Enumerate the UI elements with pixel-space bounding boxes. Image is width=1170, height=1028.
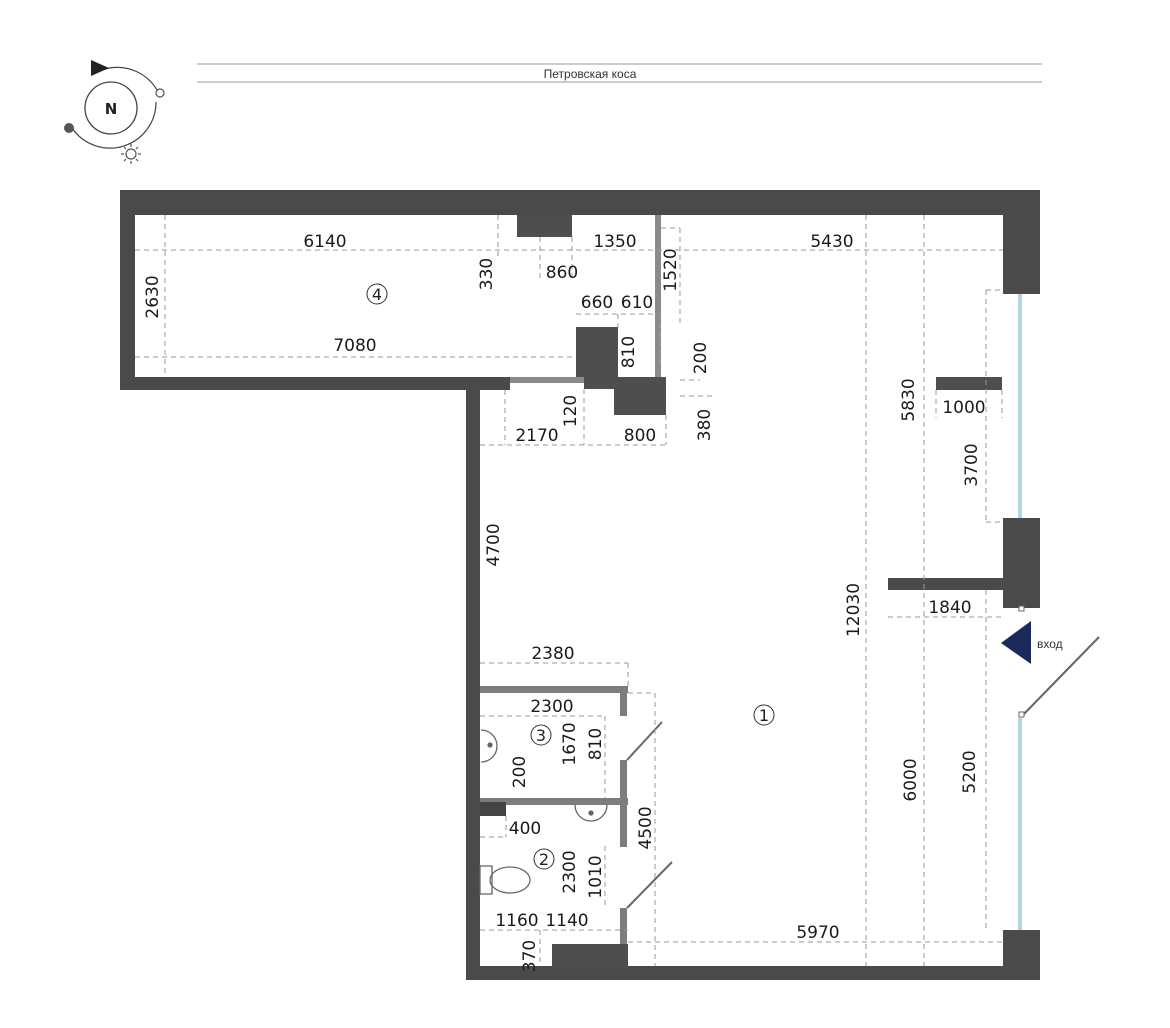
- entrance-label: вход: [1037, 637, 1063, 651]
- compass-label: N: [105, 100, 118, 118]
- dim-12030: 12030: [844, 583, 864, 637]
- dim-120: 120: [561, 395, 581, 427]
- dim-1160: 1160: [495, 911, 538, 931]
- dim-2630: 2630: [143, 275, 163, 318]
- dimension-labels: 6140 1350 5430 860 660 610 7080 2170 800…: [143, 232, 986, 972]
- dim-5830: 5830: [899, 378, 919, 421]
- dim-1010: 1010: [586, 855, 606, 898]
- dim-860: 860: [546, 263, 578, 283]
- dim-200-bath: 200: [510, 756, 530, 788]
- dim-5200: 5200: [960, 750, 980, 793]
- dim-3700: 3700: [962, 443, 982, 486]
- walls: [120, 190, 1040, 980]
- dim-400: 400: [509, 819, 541, 839]
- street-label: Петровская коса: [544, 67, 637, 81]
- dim-330: 330: [477, 258, 497, 290]
- dim-610: 610: [621, 293, 653, 313]
- room-2-label: 2: [539, 850, 549, 869]
- dim-1670: 1670: [560, 722, 580, 765]
- dim-1350: 1350: [593, 232, 636, 252]
- dim-800: 800: [624, 426, 656, 446]
- dim-1000: 1000: [942, 398, 985, 418]
- dim-660: 660: [581, 293, 613, 313]
- dim-2300-top: 2300: [530, 697, 573, 717]
- dim-5430: 5430: [810, 232, 853, 252]
- dim-380: 380: [695, 409, 715, 441]
- street-label-group: Петровская коса: [197, 63, 1042, 83]
- room-4-label: 4: [372, 285, 382, 304]
- room-3-label: 3: [536, 726, 546, 745]
- sink-icon-2: [574, 804, 608, 822]
- dim-1520: 1520: [661, 248, 681, 291]
- dim-7080: 7080: [333, 336, 376, 356]
- dimension-lines: [135, 215, 1003, 966]
- dim-810-bath: 810: [586, 728, 606, 760]
- dim-1840: 1840: [928, 598, 971, 618]
- room-1-label: 1: [759, 706, 769, 725]
- dim-4700: 4700: [484, 523, 504, 566]
- doors: [626, 605, 1100, 909]
- room-labels: 4 1 3 2: [366, 283, 775, 870]
- compass-icon: N: [64, 60, 165, 164]
- dim-4500: 4500: [636, 806, 656, 849]
- dim-2380: 2380: [531, 644, 574, 664]
- dim-200-top: 200: [691, 342, 711, 374]
- columns: [517, 215, 1002, 968]
- sink-icon: [480, 729, 498, 763]
- dim-6140: 6140: [303, 232, 346, 252]
- dim-6000: 6000: [901, 758, 921, 801]
- sun-icon: [121, 144, 141, 164]
- toilet-icon: [479, 865, 531, 895]
- dim-2170: 2170: [515, 426, 558, 446]
- dim-5970: 5970: [796, 923, 839, 943]
- dim-2300-vert: 2300: [560, 850, 580, 893]
- dim-370: 370: [520, 940, 540, 972]
- dim-1140: 1140: [545, 911, 588, 931]
- dim-810-top: 810: [619, 336, 639, 368]
- entrance-marker: вход: [1001, 621, 1063, 664]
- entrance-arrow-icon: [1001, 621, 1031, 664]
